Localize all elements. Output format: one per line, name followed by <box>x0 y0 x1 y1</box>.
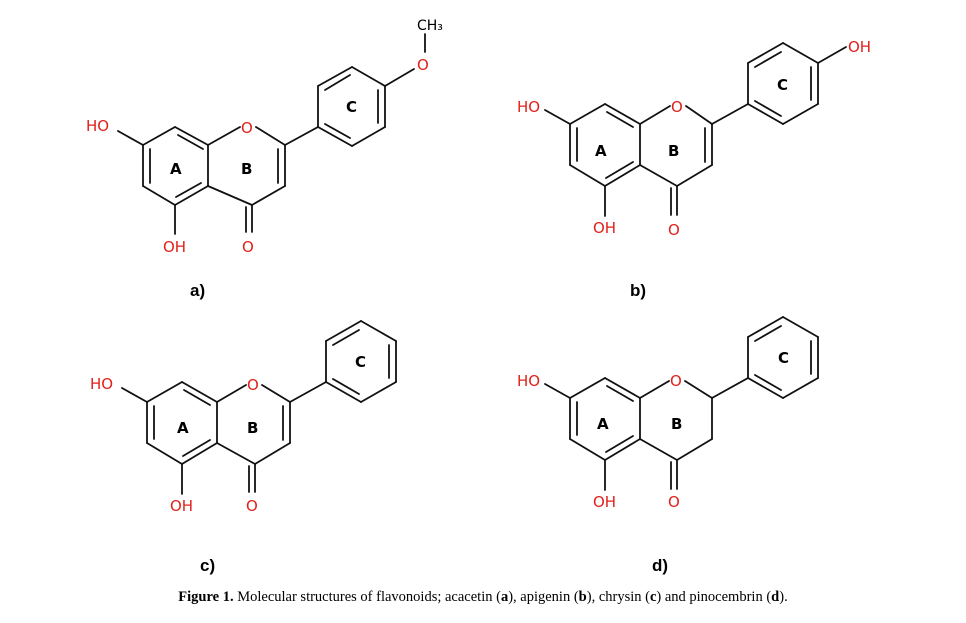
ring-c-label: C <box>778 349 789 367</box>
ring-b-label: B <box>241 160 252 178</box>
ring-a-bonds <box>569 377 641 461</box>
structure-apigenin: HO OH O O OH A B C b) <box>517 38 871 300</box>
ring-a-label: A <box>170 160 182 178</box>
ring-c-label: C <box>777 76 788 94</box>
ring-b-bonds <box>216 384 291 493</box>
ring-a-bonds <box>142 126 209 206</box>
caption-ref-c: c <box>649 589 657 605</box>
keto-oxygen-label: O <box>668 221 680 239</box>
caption-figure-number: Figure 1. <box>178 589 234 605</box>
methoxy-oxygen-label: O <box>417 56 429 74</box>
keto-oxygen-label: O <box>246 497 258 515</box>
structure-chrysin: HO OH O O A B C c) <box>90 320 397 575</box>
ring-oxygen-label: O <box>247 376 259 394</box>
structure-pinocembrin: HO OH O O A B C d) <box>517 316 819 575</box>
ring-a-label: A <box>597 415 609 433</box>
ring-a-label: A <box>595 142 607 160</box>
caption-text-4: ) and pinocembrin ( <box>656 589 772 605</box>
oh-5-label: OH <box>593 493 616 511</box>
ring-b-label: B <box>247 419 258 437</box>
ring-c-bonds <box>284 33 426 147</box>
caption-text-1: Molecular structures of flavonoids; acac… <box>233 589 501 605</box>
ho-7-label: HO <box>86 117 109 135</box>
caption-text-5: ). <box>779 589 788 605</box>
structure-acacetin: HO OH O O O CH₃ A B C a) <box>86 18 443 300</box>
panel-label-b: b) <box>630 281 646 300</box>
ho-7-label: HO <box>517 98 540 116</box>
ring-c-label: C <box>346 98 357 116</box>
ho-7-label: HO <box>90 375 113 393</box>
figure-caption: Figure 1. Molecular structures of flavon… <box>0 589 966 606</box>
ring-oxygen-label: O <box>671 98 683 116</box>
methyl-label: CH₃ <box>417 18 443 34</box>
oh-5-label: OH <box>163 238 186 256</box>
caption-text-3: ), chrysin ( <box>586 589 650 605</box>
ring-oxygen-label: O <box>241 119 253 137</box>
ring-c-bonds <box>711 42 847 125</box>
panel-label-d: d) <box>652 556 668 575</box>
ring-oxygen-label: O <box>670 372 682 390</box>
caption-ref-d: d <box>771 589 780 605</box>
ring-a-bonds <box>146 381 218 465</box>
ring-a-bonds <box>569 103 641 187</box>
oh-5-label: OH <box>170 497 193 515</box>
ring-c-bonds <box>289 320 397 403</box>
ho-7-label: HO <box>517 372 540 390</box>
ring-b-label: B <box>668 142 679 160</box>
ring-b-bonds <box>639 380 713 490</box>
keto-oxygen-label: O <box>668 493 680 511</box>
oh-5-label: OH <box>593 219 616 237</box>
keto-oxygen-label: O <box>242 238 254 256</box>
caption-ref-a: a <box>500 589 509 605</box>
oh-4prime-label: OH <box>848 38 871 56</box>
ring-b-label: B <box>671 415 682 433</box>
ring-c-label: C <box>355 353 366 371</box>
ring-b-bonds <box>639 105 713 216</box>
ring-b-bonds <box>207 126 286 233</box>
caption-ref-b: b <box>578 589 587 605</box>
ring-c-bonds <box>711 316 819 399</box>
panel-label-a: a) <box>190 281 205 300</box>
ring-a-label: A <box>177 419 189 437</box>
panel-label-c: c) <box>200 556 215 575</box>
caption-text-2: ), apigenin ( <box>508 589 579 605</box>
